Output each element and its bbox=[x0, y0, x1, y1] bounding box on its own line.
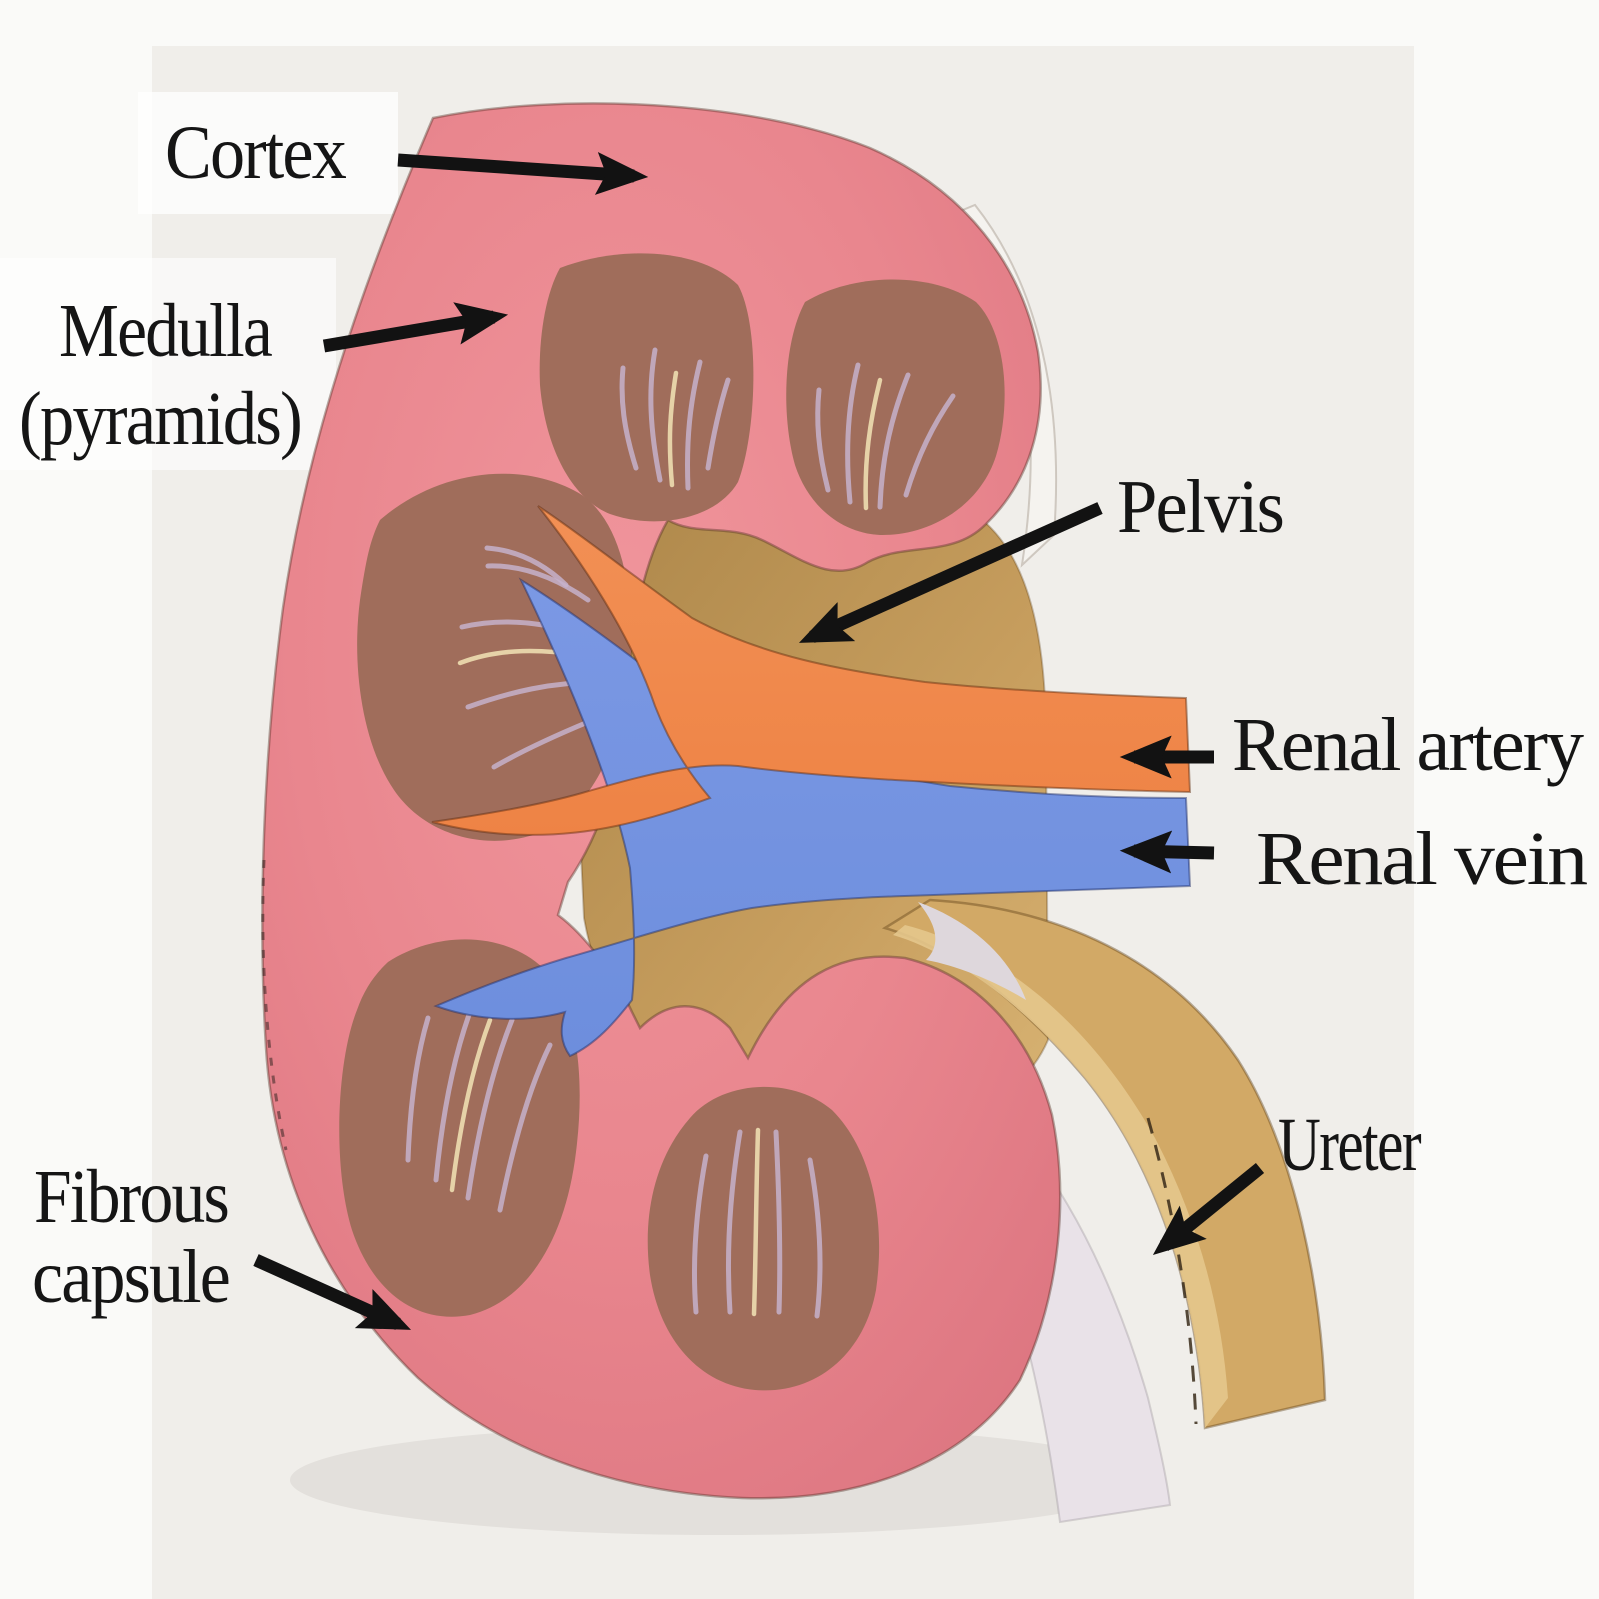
medulla-label-line2: (pyramids) bbox=[19, 377, 301, 461]
paper-curl bbox=[918, 902, 1026, 1000]
annotation-renal-vein: Renal vein bbox=[1119, 817, 1589, 901]
medulla-label-line1: Medulla bbox=[59, 289, 272, 373]
annotation-cortex: Cortex bbox=[165, 111, 649, 195]
annotation-pelvis: Pelvis bbox=[798, 465, 1285, 643]
renal-vein-arrow bbox=[1119, 830, 1215, 874]
cortex-arrow bbox=[397, 152, 649, 195]
annotation-ureter: Ureter bbox=[1152, 1103, 1423, 1256]
ureter-arrow bbox=[1152, 1162, 1265, 1256]
ureter-dashed-cut-line bbox=[1146, 1117, 1198, 1425]
pyramid-upper-left bbox=[539, 253, 754, 522]
renal-artery-label: Renal artery bbox=[1232, 703, 1584, 787]
renal-vein-label: Renal vein bbox=[1256, 817, 1587, 901]
capsule-edge-dashes bbox=[261, 859, 288, 1151]
fibrous-capsule-label-line1: Fibrous bbox=[34, 1155, 228, 1239]
pelvis-label: Pelvis bbox=[1117, 465, 1283, 549]
medulla-arrow bbox=[322, 302, 509, 353]
pyramid-lower-left bbox=[339, 939, 580, 1317]
medulla-label-box bbox=[0, 258, 336, 470]
pelvis-arrow bbox=[798, 502, 1103, 643]
ureter-band-highlight bbox=[893, 925, 1228, 1428]
renal-artery-shape bbox=[431, 505, 1192, 836]
cortex-label-box bbox=[138, 92, 398, 214]
fibrous-capsule-label-line2: capsule bbox=[32, 1235, 229, 1319]
annotation-renal-artery: Renal artery bbox=[1119, 703, 1586, 787]
ureter-label: Ureter bbox=[1278, 1103, 1421, 1187]
fibrous-capsule-arrow bbox=[253, 1254, 412, 1330]
annotation-fibrous-capsule: Fibrous capsule bbox=[32, 1155, 412, 1330]
pyramid-upper-right bbox=[786, 279, 1005, 536]
annotation-medulla: Medulla (pyramids) bbox=[19, 289, 509, 461]
pyramid-bottom-center bbox=[647, 1086, 880, 1391]
cortex-label: Cortex bbox=[165, 111, 347, 195]
